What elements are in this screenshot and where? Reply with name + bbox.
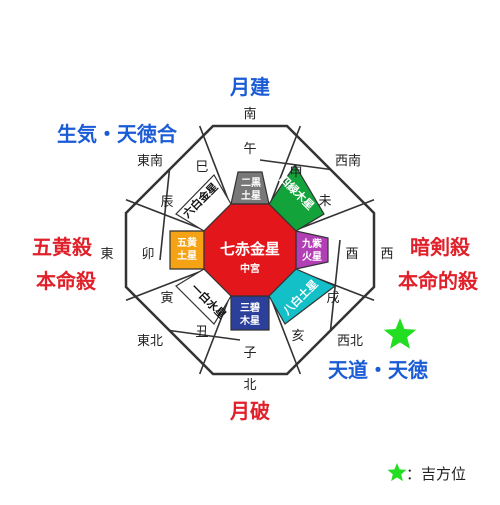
lucky-star-icon [383,318,417,349]
center-star-name: 七赤金星 [220,240,280,258]
cell-east-line2: 土星 [177,249,197,262]
dir-north: 北 [243,378,256,393]
dir-west: 西 [380,247,393,262]
dir-southwest: 西南 [335,153,361,169]
legend-star-icon [387,463,407,482]
zodiac-s: 午 [243,142,256,157]
zodiac-w: 酉 [345,247,358,262]
center-palace-label: 中宮 [240,262,260,275]
dir-northwest: 西北 [337,334,363,349]
zodiac-n: 子 [243,346,256,361]
zodiac-se2: 辰 [160,195,173,210]
dir-southeast: 東南 [137,153,163,169]
cell-south-line1: 二黒 [241,177,261,189]
cell-south-line2: 土星 [241,189,261,202]
sector-east [169,230,205,270]
zodiac-ne1: 丑 [195,325,208,340]
sector-west [295,230,329,270]
zodiac-ne2: 寅 [160,290,173,306]
direction-labels: 南 西南 西 西北 北 東北 東 東南 [100,106,393,393]
cell-west-line1: 九紫 [301,237,322,250]
annotation-bottom-right: 天道・天徳 [328,358,428,382]
dir-northeast: 東北 [137,333,163,349]
annotation-top: 月建 [229,75,270,99]
annotation-right1: 暗剣殺 [410,235,471,259]
annotation-left2: 本命殺 [36,269,97,293]
annotation-left1: 五黄殺 [32,235,93,259]
zodiac-se1: 巳 [195,160,208,175]
zodiac-nw1: 亥 [291,329,304,344]
zodiac-labels: 午 申 未 酉 戌 亥 子 丑 寅 卯 辰 巳 [141,142,358,361]
zodiac-e: 卯 [141,247,154,262]
annotation-top-left: 生気・天徳合 [57,122,178,146]
cell-west-line2: 火星 [302,251,322,263]
legend-label: ：吉方位 [406,465,466,483]
zodiac-nw2: 戌 [326,291,339,306]
center-octagon [203,203,297,297]
annotation-right2: 本命的殺 [398,269,479,293]
zodiac-sw1: 申 [289,165,302,180]
cell-north-line2: 木星 [239,314,260,327]
cell-north-line1: 三碧 [240,301,260,314]
annotation-bottom: 月破 [229,399,270,423]
cell-east-line1: 五黄 [177,236,197,249]
dir-east: 東 [100,246,113,262]
dir-south: 南 [243,106,256,122]
zodiac-sw2: 未 [318,194,331,209]
